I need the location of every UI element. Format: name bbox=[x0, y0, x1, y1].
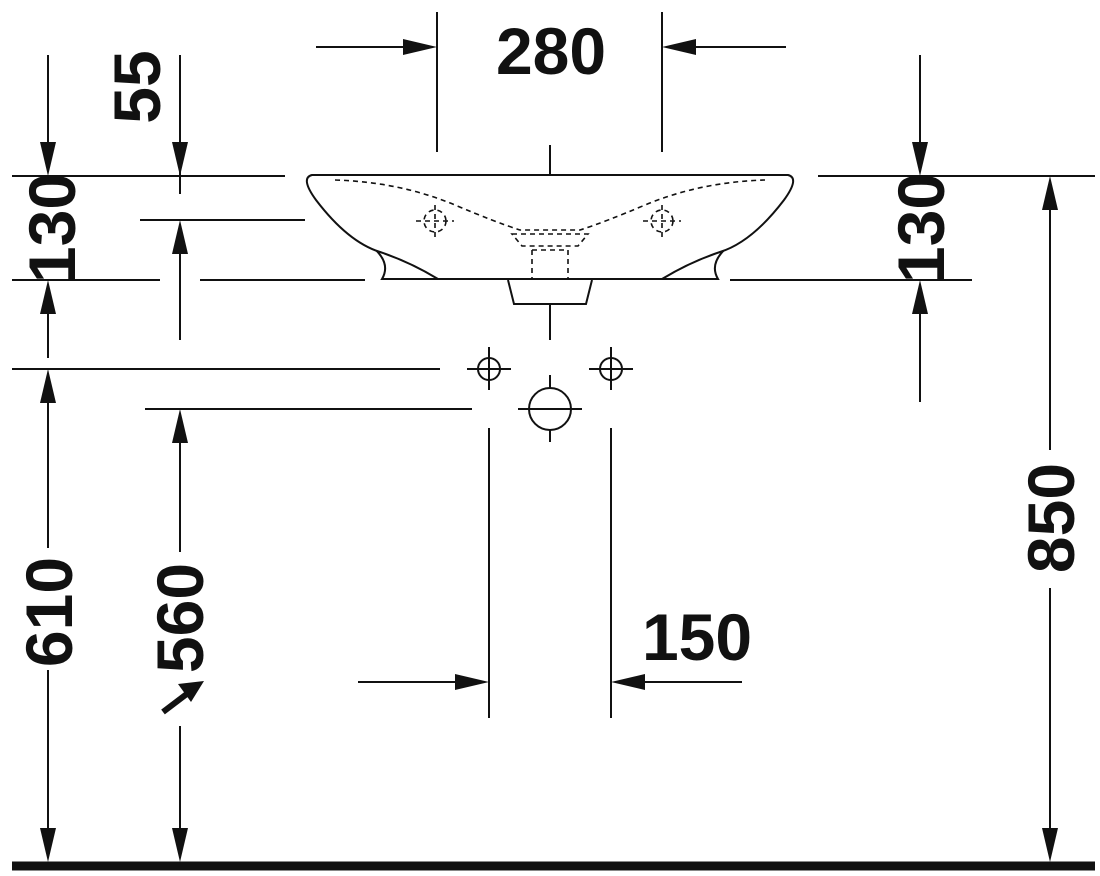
dim-basin-width: 280 bbox=[316, 14, 786, 88]
dim-label-150: 150 bbox=[642, 600, 752, 674]
dim-wall-height: 560 bbox=[143, 409, 217, 862]
dim-label-130-right: 130 bbox=[884, 173, 958, 283]
drain-hidden bbox=[510, 233, 590, 279]
dim-basin-height-left: 130 bbox=[15, 173, 188, 340]
dim-fitting-spacing: 150 bbox=[358, 600, 752, 690]
supply-connection-right-icon bbox=[589, 347, 633, 390]
dim-label-850: 850 bbox=[1014, 463, 1088, 573]
dim-label-610: 610 bbox=[12, 557, 86, 667]
dim-basin-height-right: 130 bbox=[884, 55, 958, 402]
dim-rim-height: 850 bbox=[1014, 176, 1088, 862]
pointer-arrow-icon bbox=[161, 681, 204, 715]
dim-drain-height: 610 bbox=[12, 280, 86, 862]
supply-connection-left-icon bbox=[467, 347, 511, 390]
drain-outlet bbox=[507, 279, 593, 305]
dim-label-55: 55 bbox=[100, 50, 174, 123]
washbasin bbox=[305, 174, 795, 305]
waste-connection-icon bbox=[518, 387, 582, 431]
dim-top-offset: 55 bbox=[40, 50, 188, 194]
tap-hole-left-hidden bbox=[416, 205, 454, 240]
tap-hole-right-hidden bbox=[643, 205, 681, 240]
dim-label-280: 280 bbox=[496, 14, 606, 88]
dim-label-560: 560 bbox=[143, 563, 217, 673]
dim-label-130-left: 130 bbox=[15, 173, 89, 283]
basin-body bbox=[305, 174, 795, 280]
